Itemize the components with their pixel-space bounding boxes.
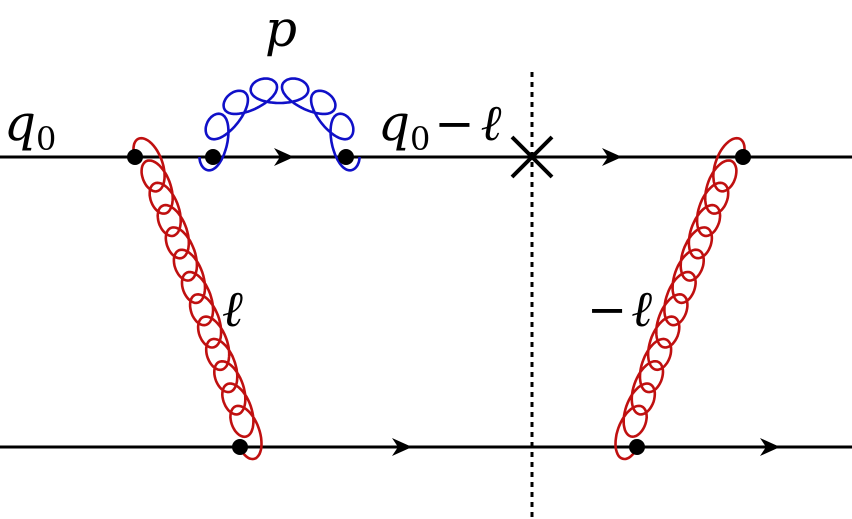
self-energy-gluon — [198, 77, 361, 172]
arrow-icon — [760, 438, 780, 456]
label-gluon-minus-l: −ℓ — [587, 280, 652, 338]
vertex-dot — [735, 149, 751, 165]
vertex-dot — [629, 439, 645, 455]
arrow-icon — [392, 438, 412, 456]
right-exchange-gluon — [614, 136, 746, 461]
left-exchange-gluon — [132, 136, 263, 461]
arrow-icon — [602, 148, 622, 166]
cross-icon — [510, 135, 554, 179]
label-gluon-l: ℓ — [222, 280, 243, 338]
vertex-dot — [205, 149, 221, 165]
vertex-dot — [338, 149, 354, 165]
label-q0-minus-l: q0−ℓ — [378, 94, 502, 158]
label-q0-incoming: q0 — [4, 94, 56, 158]
vertex-dot — [127, 149, 143, 165]
label-gluon-p: p — [265, 0, 297, 58]
vertex-dot — [232, 439, 248, 455]
arrow-icon — [274, 148, 294, 166]
